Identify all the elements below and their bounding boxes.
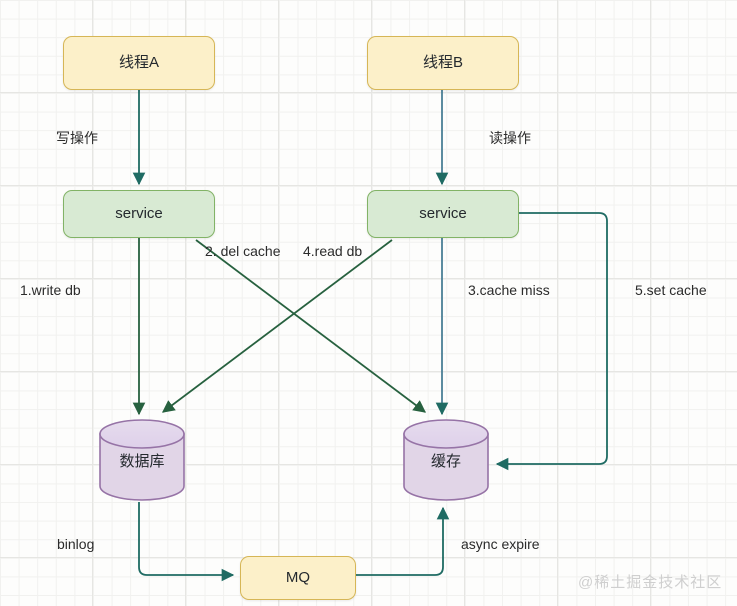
node-service-right-label: service bbox=[419, 205, 467, 222]
node-service-right[interactable]: service bbox=[367, 190, 519, 238]
database-cylinder bbox=[99, 419, 185, 501]
node-thread-b[interactable]: 线程B bbox=[367, 36, 519, 90]
edge-label-set-cache: 5.set cache bbox=[635, 282, 707, 298]
edge-database-to-mq bbox=[138, 502, 235, 582]
edge-label-del-cache: 2. del cache bbox=[205, 243, 281, 259]
cache-cylinder bbox=[403, 419, 489, 501]
edge-label-read-db: 4.read db bbox=[303, 243, 363, 259]
edge-label-read-op: 读操作 bbox=[489, 130, 531, 146]
watermark: @稀土掘金技术社区 bbox=[578, 574, 723, 591]
edge-label-write-op: 写操作 bbox=[56, 130, 98, 146]
edge-service-right-set-cache bbox=[495, 212, 608, 471]
edge-label-write-db: 1.write db bbox=[20, 282, 81, 298]
edge-label-binlog: binlog bbox=[57, 536, 95, 552]
edge-service-left-to-cache bbox=[195, 239, 427, 413]
node-service-left[interactable]: service bbox=[63, 190, 215, 238]
node-thread-b-label: 线程B bbox=[422, 54, 463, 71]
node-service-left-label: service bbox=[115, 205, 163, 222]
node-thread-a-label: 线程A bbox=[118, 54, 159, 71]
edge-service-right-to-database bbox=[161, 239, 393, 413]
edge-label-async-expire: async expire bbox=[461, 536, 540, 552]
edge-label-cache-miss: 3.cache miss bbox=[468, 282, 550, 298]
node-mq[interactable]: MQ bbox=[240, 556, 356, 600]
edge-mq-to-cache bbox=[356, 506, 450, 576]
node-mq-label: MQ bbox=[285, 569, 311, 586]
node-thread-a[interactable]: 线程A bbox=[63, 36, 215, 90]
